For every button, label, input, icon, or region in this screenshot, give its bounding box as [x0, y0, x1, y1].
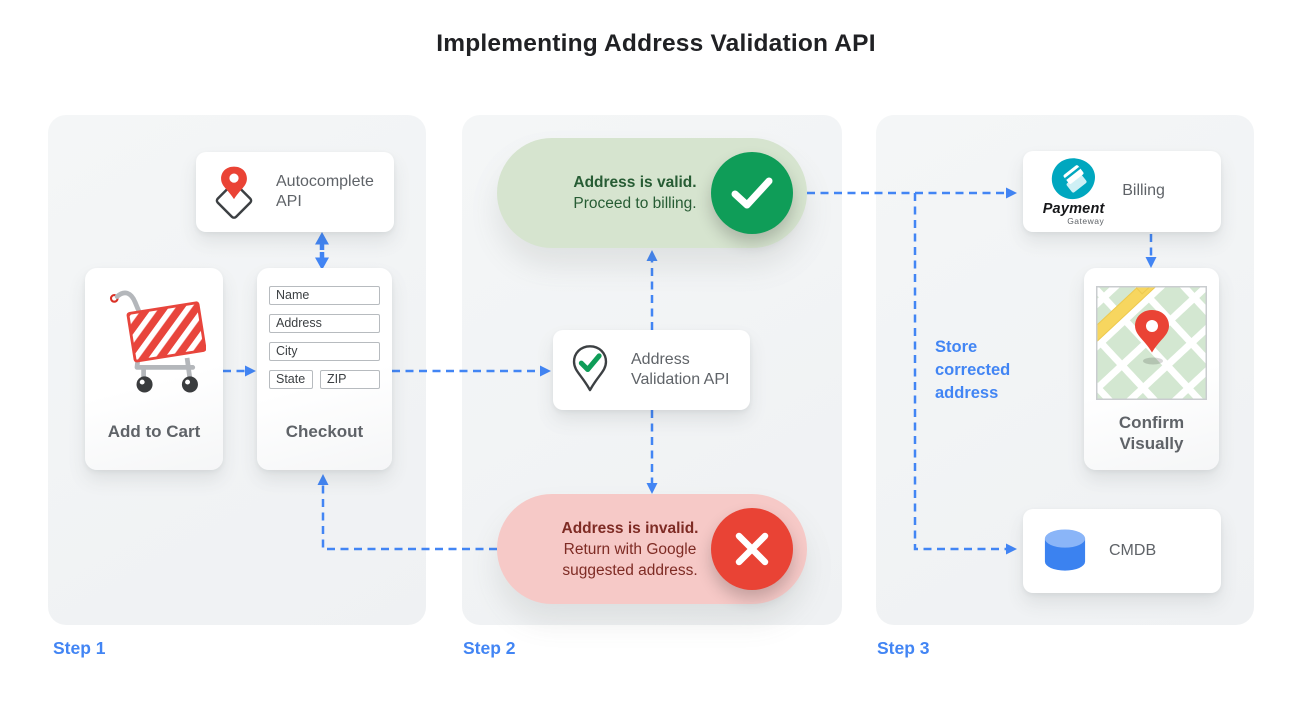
- billing-card: Payment Gateway Billing: [1023, 151, 1221, 232]
- payment-gateway-logo-title: Payment: [1042, 201, 1105, 217]
- map-pin-check-icon: [572, 345, 608, 392]
- step3-label: Step 3: [877, 638, 930, 658]
- checkout-card: Name Address City State ZIP Checkout: [257, 268, 392, 470]
- cmdb-card: CMDB: [1023, 509, 1221, 593]
- step1-label: Step 1: [53, 638, 106, 658]
- valid-pill-subtitle: Proceed to billing.: [573, 195, 697, 212]
- database-icon: [1044, 529, 1086, 571]
- store-corrected-address-note: Store corrected address: [935, 338, 1011, 402]
- payment-gateway-logo-subtitle: Gateway: [1067, 216, 1105, 226]
- cmdb-label: CMDB: [1109, 541, 1157, 559]
- confirm-visually-card: Confirm Visually: [1084, 268, 1219, 470]
- autocomplete-api-card: Autocomplete API: [196, 152, 394, 232]
- x-icon: [711, 508, 793, 590]
- address-field: Address: [269, 314, 380, 333]
- billing-label: Billing: [1122, 182, 1165, 200]
- checkout-label: Checkout: [285, 421, 364, 441]
- name-field: Name: [269, 286, 380, 305]
- valid-pill-title: Address is valid.: [573, 174, 697, 191]
- payment-gateway-logo: Payment Gateway: [1041, 157, 1106, 226]
- invalid-pill-title: Address is invalid.: [561, 519, 699, 537]
- checkmark-icon: [711, 152, 793, 234]
- address-valid-pill: Address is valid. Proceed to billing.: [497, 138, 807, 248]
- map-image: [1096, 286, 1207, 400]
- zip-field: ZIP: [320, 370, 380, 389]
- invalid-pill-subtitle: Return with Google suggested address.: [562, 540, 698, 579]
- checkout-form: Name Address City State ZIP: [269, 286, 380, 398]
- address-validation-api-card: Address Validation API: [553, 330, 750, 410]
- page-title: Implementing Address Validation API: [436, 30, 876, 57]
- confirm-visually-label: Confirm Visually: [1118, 412, 1185, 453]
- state-field: State: [269, 370, 313, 389]
- autocomplete-api-label: Autocomplete API: [276, 172, 374, 210]
- add-to-cart-label: Add to Cart: [107, 421, 201, 441]
- step2-label: Step 2: [463, 638, 516, 658]
- address-validation-api-label: Address Validation API: [631, 350, 730, 388]
- address-invalid-pill: Address is invalid. Return with Google s…: [497, 494, 807, 604]
- map-pin-diamond-icon: [215, 166, 253, 219]
- add-to-cart-card: Add to Cart: [85, 268, 223, 470]
- city-field: City: [269, 342, 380, 361]
- shopping-cart-icon: [102, 282, 207, 398]
